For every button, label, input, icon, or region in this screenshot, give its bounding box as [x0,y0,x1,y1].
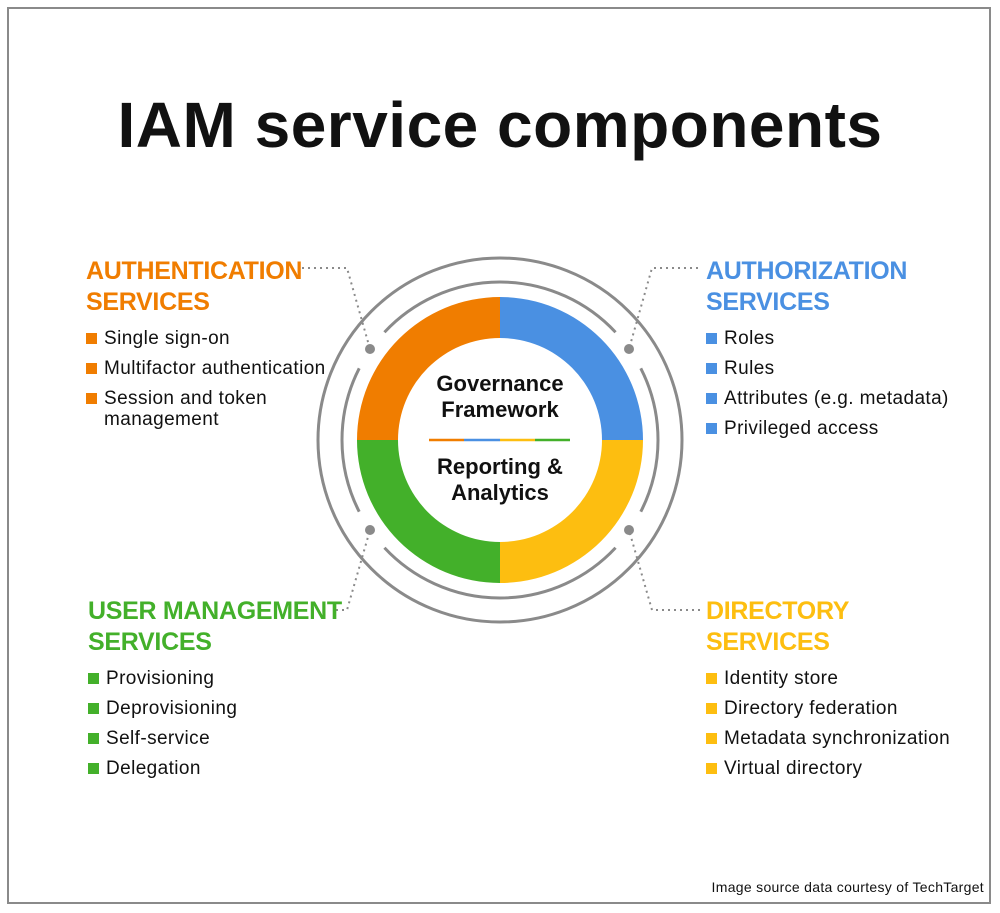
connector-dot [365,344,375,354]
list-item-label: Provisioning [106,668,215,689]
bullet-square-icon [86,333,97,344]
list-item: Deprovisioning [88,698,368,719]
list-item: Multifactor authentication [86,358,346,379]
heading-line: AUTHORIZATION [706,257,908,285]
list-item-label: Identity store [724,668,839,689]
list-item: Single sign-on [86,328,346,349]
bullet-square-icon [706,363,717,374]
list-item-label: Multifactor authentication [104,358,326,379]
bullet-square-icon [706,673,717,684]
bullet-square-icon [706,733,717,744]
directory-segment [500,440,643,583]
heading-line: SERVICES [706,288,830,316]
user-management-leader [336,529,371,611]
bullet-square-icon [88,733,99,744]
bullet-square-icon [88,673,99,684]
list-item: Delegation [88,758,368,779]
list-item: Virtual directory [706,758,966,779]
list-item-label: Privileged access [724,418,879,439]
list-item: Attributes (e.g. metadata) [706,388,966,409]
bullet-square-icon [88,703,99,714]
directory-heading: DIRECTORY SERVICES [706,596,966,658]
authorization-leader [628,267,698,350]
inner-ring-arc [639,367,660,513]
bullet-square-icon [86,393,97,404]
heading-line: SERVICES [86,288,210,316]
inner-ring-arc [340,367,361,513]
governance-framework-label: Governance Framework [436,371,564,422]
inner-ring-arc [383,280,617,334]
connector-dot [624,525,634,535]
list-item-label: Roles [724,328,775,349]
user-management-heading: USER MANAGEMENT SERVICES [88,596,368,658]
inner-ring [340,280,660,600]
heading-line: USER MANAGEMENT [88,597,342,625]
list-item-label: Rules [724,358,775,379]
list-item: Rules [706,358,966,379]
list-item-label: Directory federation [724,698,898,719]
outer-ring [316,256,684,624]
list-item: Directory federation [706,698,966,719]
heading-line: DIRECTORY [706,597,850,625]
list-item: Metadata synchronization [706,728,966,749]
image-credit: Image source data courtesy of TechTarget [711,879,984,895]
reporting-analytics-label: Reporting & Analytics [437,454,563,505]
bullet-square-icon [706,333,717,344]
heading-line: AUTHENTICATION [86,257,303,285]
heading-line: SERVICES [88,628,212,656]
image-frame [7,7,991,904]
list-item-label: Single sign-on [104,328,231,349]
list-item: Roles [706,328,966,349]
bullet-square-icon [88,763,99,774]
bullet-square-icon [706,423,717,434]
authorization-segment [500,297,643,440]
bullet-square-icon [706,393,717,404]
authentication-segment [357,297,500,440]
list-item: Privileged access [706,418,966,439]
directory-leader [628,529,700,611]
list-item-label: Metadata synchronization [724,728,951,749]
bullet-square-icon [706,703,717,714]
list-item: Provisioning [88,668,368,689]
list-item: Identity store [706,668,966,689]
connector-dot [365,525,375,535]
list-item: Self-service [88,728,368,749]
bullet-square-icon [86,363,97,374]
bullet-square-icon [706,763,717,774]
user-management-segment [357,440,500,583]
list-item-label: Deprovisioning [106,698,238,719]
list-item-label: Delegation [106,758,201,779]
list-item-label: Session and token management [104,388,268,430]
list-item-label: Virtual directory [724,758,863,779]
page-title: IAM service components [117,89,883,161]
connector-dot [624,344,634,354]
authorization-heading: AUTHORIZATION SERVICES [706,256,966,318]
authentication-heading: AUTHENTICATION SERVICES [86,256,346,318]
list-item-label: Self-service [106,728,211,749]
list-item: Session and token management [86,388,346,430]
inner-ring-arc [383,546,617,600]
list-item-label: Attributes (e.g. metadata) [724,388,949,409]
heading-line: SERVICES [706,628,830,656]
